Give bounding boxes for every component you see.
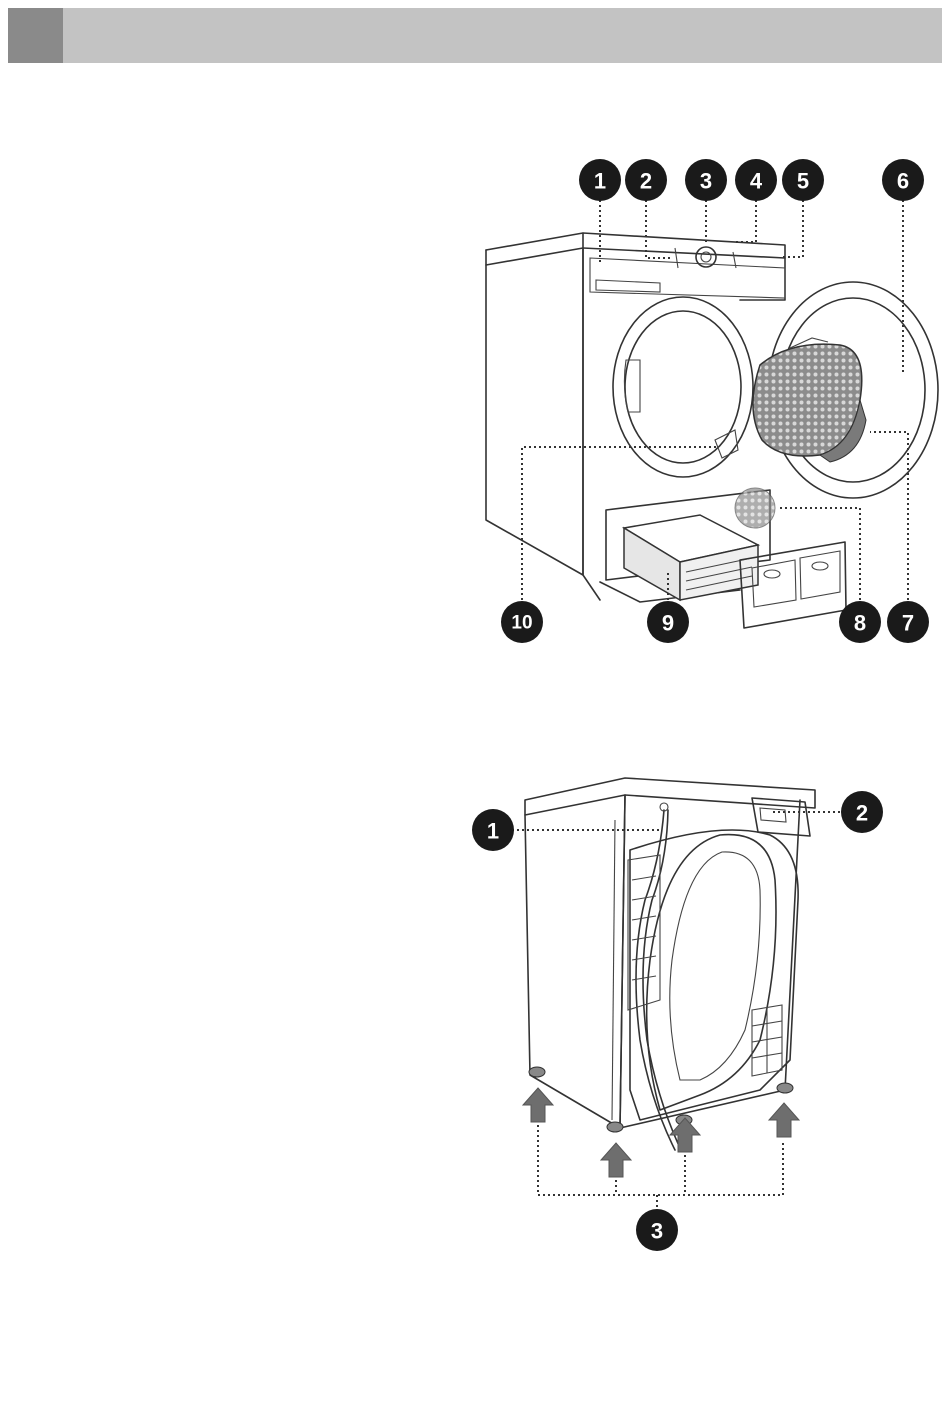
callout-number: 5	[797, 169, 809, 194]
callout-number: 1	[594, 169, 606, 194]
arrow-up-icon	[523, 1088, 553, 1122]
dryer-front-illustration	[486, 233, 938, 628]
arrow-up-icon	[601, 1143, 631, 1177]
callout-number: 1	[487, 819, 499, 844]
callout-number: 10	[511, 613, 532, 634]
arrow-up-icon	[670, 1118, 700, 1152]
rear-leveling-arrows	[523, 1088, 799, 1177]
callout-number: 2	[856, 801, 868, 826]
dryer-rear-illustration	[525, 778, 815, 1150]
callout-number: 8	[854, 611, 866, 636]
callout-number: 3	[700, 169, 712, 194]
callout-number: 7	[902, 611, 914, 636]
callout-number: 6	[897, 169, 909, 194]
callout-number: 4	[750, 169, 763, 194]
arrow-up-icon	[769, 1103, 799, 1137]
rear-callouts: 1 2 3	[472, 791, 883, 1251]
callout-number: 9	[662, 611, 674, 636]
callout-number: 3	[651, 1219, 663, 1244]
callout-number: 2	[640, 169, 652, 194]
